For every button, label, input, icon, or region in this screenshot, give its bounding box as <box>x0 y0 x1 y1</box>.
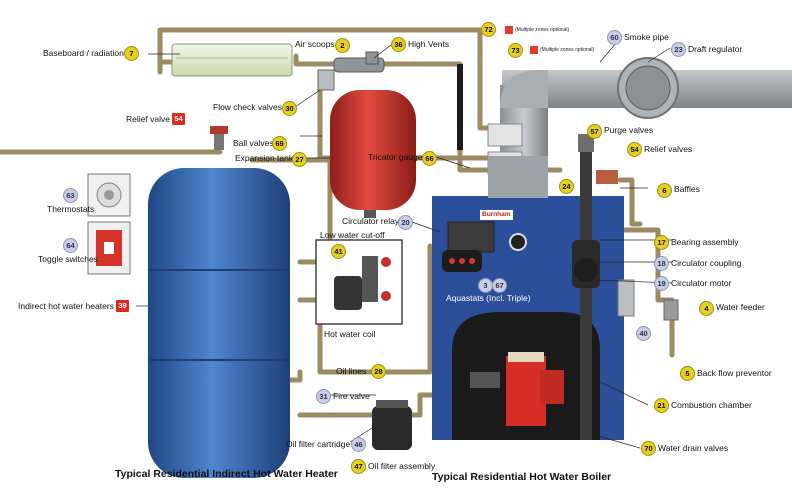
label-baseboard: Baseboard / radiation <box>43 48 124 58</box>
label-low-water: Low water cut-off <box>320 230 385 240</box>
badge-baseboard: 7 <box>124 46 139 61</box>
zone-valve-1 <box>487 123 523 147</box>
badge-bearing: 17 <box>654 235 669 250</box>
badge-oil-lines: 28 <box>371 364 386 379</box>
label-ball-valves: Ball valves <box>233 138 274 148</box>
badge-draft-regulator: 23 <box>671 42 686 57</box>
baseboard-radiator <box>171 43 293 77</box>
label-air-scoops: Air scoops <box>295 39 335 49</box>
badge-smoke-pipe: 60 <box>607 30 622 45</box>
badge-relief-valves: 54 <box>627 142 642 157</box>
label-indirect: Indirect hot water heaters <box>18 301 114 311</box>
label-circ-coupling: Circulator coupling <box>671 258 742 268</box>
label-relief-valves: Relief valves <box>644 144 693 154</box>
label-purge-valves: Purge valves <box>604 125 654 135</box>
oil-filter <box>372 400 412 450</box>
label-toggle: Toggle switches <box>38 254 99 264</box>
label-tricator: Tricator gauge <box>368 152 423 162</box>
badge-purge-valves: 57 <box>587 124 602 139</box>
label-water-feeder: Water feeder <box>716 302 765 312</box>
badge-zones-b: 73 <box>508 43 523 58</box>
thermostat-panel <box>87 173 131 217</box>
badge-low-water: 41 <box>331 244 346 259</box>
badge-combustion: 21 <box>654 398 669 413</box>
label-oil-filter-asm: Oil filter assembly <box>368 461 436 471</box>
label-thermostats: Thermostats <box>47 204 95 214</box>
caption-boiler: Typical Residential Hot Water Boiler <box>432 471 612 483</box>
badge-zones-a: 72 <box>481 22 496 37</box>
label-circ-relay: Circulator relay <box>342 216 400 226</box>
label-oil-lines: Oil lines <box>336 366 367 376</box>
label-baffles: Baffles <box>674 184 700 194</box>
badge-expansion-tank: 27 <box>292 152 307 167</box>
flow-check-valve <box>317 69 335 91</box>
label-combustion: Combustion chamber <box>671 400 752 410</box>
label-expansion-tank: Expansion tank <box>235 153 294 163</box>
badge-aquastats-b: 67 <box>492 278 507 293</box>
badge-drain-valves: 70 <box>641 441 656 456</box>
expansion-tank <box>330 90 416 218</box>
badge-aquastats-a: 3 <box>478 278 493 293</box>
badge-circ-motor: 19 <box>654 276 669 291</box>
badge-ball-valves: 69 <box>272 136 287 151</box>
label-aquastats: Aquastats (Incl. Triple) <box>446 293 531 303</box>
caption-heater: Typical Residential Indirect Hot Water H… <box>115 468 338 480</box>
badge-thermostats: 63 <box>63 188 78 203</box>
badge-high-vents: 36 <box>391 37 406 52</box>
label-bearing: Bearing assembly <box>671 237 739 247</box>
zone-marker-b <box>530 46 538 54</box>
badge-boiler-top: 24 <box>559 179 574 194</box>
heater-relief-valve <box>210 126 228 150</box>
note-zones-b: (Multiple zones optional) <box>540 47 595 53</box>
circulator-column <box>572 134 618 440</box>
badge-tricator: 66 <box>422 151 437 166</box>
badge-indirect: 39 <box>116 300 129 312</box>
label-fire-valve: Fire valve <box>333 391 370 401</box>
badge-fire-valve: 31 <box>316 389 331 404</box>
zone-marker-a <box>505 26 513 34</box>
badge-back-flow: 5 <box>680 366 695 381</box>
label-high-vents: High Vents <box>408 39 450 49</box>
label-smoke-pipe: Smoke pipe <box>624 32 669 42</box>
label-draft-regulator: Draft regulator <box>688 44 743 54</box>
label-hot-water-coil: Hot water coil <box>324 329 376 339</box>
brand-logo: Burnham <box>480 210 513 220</box>
high-vent <box>365 51 379 65</box>
callout-lines <box>136 35 673 449</box>
badge-relief-valve: 54 <box>172 113 185 125</box>
badge-oil-filter-cart: 46 <box>351 437 366 452</box>
toggle-switch-panel <box>87 221 131 275</box>
badge-baffles: 6 <box>657 183 672 198</box>
label-drain-valves: Water drain valves <box>658 443 729 453</box>
label-flow-check: Flow check valves <box>213 102 282 112</box>
indirect-water-heater-tank <box>148 168 290 478</box>
label-oil-filter-cart: Oil filter cartridge <box>286 439 351 449</box>
badge-water-feeder: 4 <box>699 301 714 316</box>
badge-air-scoops: 2 <box>335 38 350 53</box>
badge-flow-check: 30 <box>282 101 297 116</box>
low-water-cutoff-box <box>315 239 403 325</box>
label-circ-motor: Circulator motor <box>671 278 732 288</box>
badge-toggle: 64 <box>63 238 78 253</box>
label-back-flow: Back flow preventor <box>697 368 772 378</box>
badge-oil-filter-asm: 47 <box>351 459 366 474</box>
label-relief-valve: Relief valve <box>126 114 170 124</box>
badge-circ-relay: 20 <box>398 215 413 230</box>
water-feeder-valve <box>663 299 679 321</box>
badge-circ-coupling: 18 <box>654 256 669 271</box>
note-zones-a: (Multiple zones optional) <box>515 27 570 33</box>
water-feeder-body <box>617 279 635 317</box>
badge-feeder-side: 40 <box>636 326 651 341</box>
